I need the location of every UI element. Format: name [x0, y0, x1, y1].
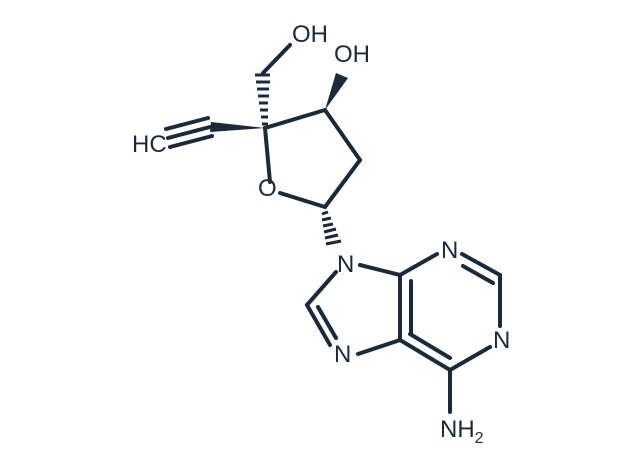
wedge-c3-oh [325, 73, 348, 110]
bond-c3-c4 [263, 108, 327, 130]
bond-c1-c2 [323, 158, 362, 209]
hash-c1-n9 [321, 210, 342, 246]
bond-n3-c2-double [461, 264, 495, 285]
triple-bond-3 [168, 134, 214, 149]
label-o-ring: O [258, 175, 277, 202]
bond-n1-c6 [448, 345, 492, 372]
label-hc: HC [132, 131, 167, 158]
label-n1: N [493, 327, 510, 354]
bond-n9-c8 [305, 270, 338, 307]
triple-bond-1 [166, 125, 212, 140]
hash-c4-ch2 [255, 73, 270, 126]
bond-c4-o4 [263, 126, 272, 184]
bond-n7-c5 [356, 338, 402, 356]
bond-c4-n9 [358, 263, 402, 277]
label-oh-ring: OH [334, 41, 370, 68]
label-nh: NH [440, 416, 475, 443]
bond-o4-c1 [278, 191, 327, 209]
label-n7: N [334, 341, 351, 368]
bond-c6-c5 [398, 338, 452, 372]
bond-ch2-oh [261, 43, 292, 75]
bond-c4-n3 [398, 252, 439, 277]
label-n3: N [441, 237, 458, 264]
bond-c8-n7 [305, 303, 332, 347]
label-nh2: NH2 [440, 416, 484, 447]
bond-c8-n7-double [316, 305, 338, 340]
wedge-c4-ethynyl [210, 122, 265, 132]
triple-bond-2 [164, 116, 210, 131]
label-oh-ch2: OH [292, 21, 328, 48]
bond-c6-c5-double [408, 332, 452, 360]
label-nh-subscript: 2 [475, 430, 484, 447]
bond-c2-c3 [323, 108, 362, 162]
label-n9: N [337, 251, 354, 278]
bond-n3-c2 [460, 252, 502, 277]
